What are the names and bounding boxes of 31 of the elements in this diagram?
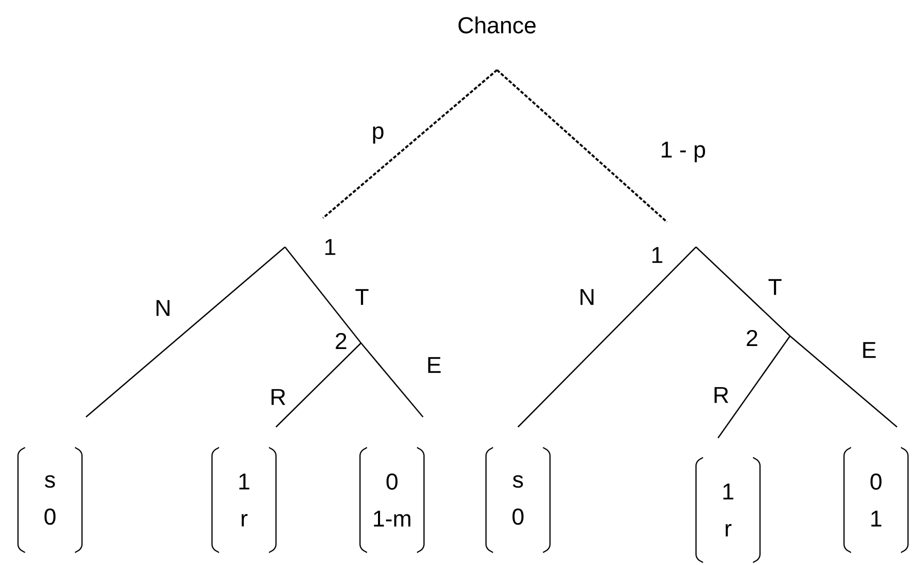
edge-label: N (578, 288, 596, 306)
payoff-vector: s 0 (17, 446, 83, 554)
payoff-vector: 0 1 (843, 446, 909, 554)
payoff-vector: s 0 (485, 446, 551, 554)
edge-label: E (425, 356, 443, 374)
branch-line (696, 246, 790, 336)
branch-line (86, 246, 286, 418)
branch-line (360, 342, 424, 418)
edge-label: T (354, 288, 370, 306)
payoff-vector: 0 1-m (359, 446, 425, 554)
player-label: 1 (652, 247, 662, 263)
edge-label: E (860, 341, 878, 359)
chance-branch-line (496, 69, 668, 223)
edge-label: R (712, 386, 730, 404)
chance-node-label: Chance (458, 16, 536, 34)
payoff-vector: 1 r (695, 456, 761, 564)
branch-line (276, 342, 362, 428)
chance-branch-line (322, 69, 498, 219)
edge-label: T (767, 278, 784, 296)
branch-line (518, 246, 696, 428)
branch-line (717, 336, 791, 438)
player-label: 2 (336, 332, 346, 350)
edge-label: p (370, 125, 386, 145)
player-label: 2 (746, 330, 758, 346)
edge-label: N (154, 299, 172, 317)
branch-line (284, 246, 362, 344)
edge-label: 1 - p (659, 140, 708, 164)
payoff-vector: 1 r (211, 446, 277, 554)
edge-label: R (268, 388, 288, 406)
player-label: 1 (325, 239, 336, 255)
branch-line (790, 336, 898, 428)
